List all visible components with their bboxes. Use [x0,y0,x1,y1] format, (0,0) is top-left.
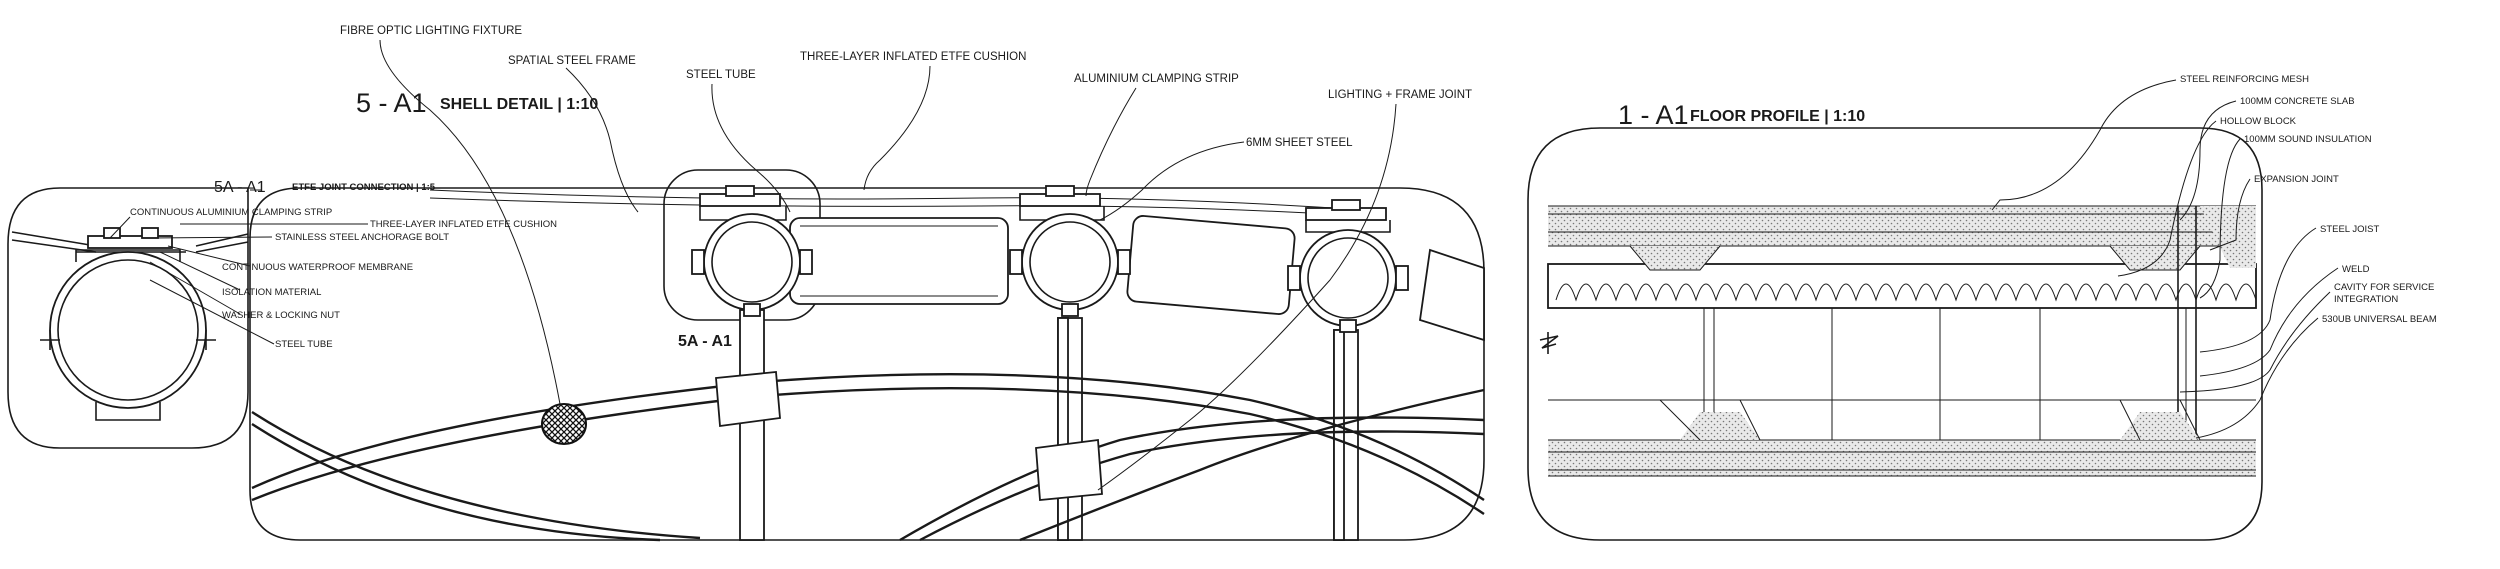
floor-label-weld: WELD [2342,264,2370,275]
shell-labels: 5 - A1 SHELL DETAIL | 1:10 FIBRE OPTIC L… [340,25,1472,491]
floor-label-hollow-block: HOLLOW BLOCK [2220,116,2297,127]
label-sheet-steel: 6MM SHEET STEEL [1246,137,1353,149]
joint-label-etfe: THREE-LAYER INFLATED ETFE CUSHION [370,219,557,230]
label-etfe-cushion: THREE-LAYER INFLATED ETFE CUSHION [800,51,1026,63]
joint-label-washer: WASHER & LOCKING NUT [222,310,340,321]
etfe-joint-detail [7,187,249,449]
joint-label-clamp-strip: CONTINUOUS ALUMINIUM CLAMPING STRIP [130,207,332,218]
label-lighting-joint: LIGHTING + FRAME JOINT [1328,89,1472,101]
steel-tube-node [1287,220,1409,333]
floor-profile-title: FLOOR PROFILE | 1:10 [1690,108,1865,125]
concrete-slab [1548,206,2256,246]
floor-labels: 1 - A1 FLOOR PROFILE | 1:10 STEEL REINFO… [1618,74,2437,439]
etfe-cushion [1419,248,1485,342]
floor-label-cavity-2: INTEGRATION [2334,294,2398,305]
joint-clamp-strip [87,235,173,249]
floor-label-beam: 530UB UNIVERSAL BEAM [2322,314,2437,325]
floor-label-joist: STEEL JOIST [2320,224,2379,235]
joint-label-membrane: CONTINUOUS WATERPROOF MEMBRANE [222,262,413,273]
floor-label-expansion: EXPANSION JOINT [2254,174,2339,185]
etfe-cushion [789,217,1009,305]
shell-detail-frame [249,187,1485,541]
label-spatial-frame: SPATIAL STEEL FRAME [508,55,636,67]
steel-tube-node [691,206,813,317]
joint-steel-tube [49,251,207,409]
floor-label-insulation: 100MM SOUND INSULATION [2244,134,2372,145]
joint-label-steel-tube: STEEL TUBE [275,339,333,350]
steel-tube-node [1009,206,1131,317]
shell-detail [249,169,1485,542]
steel-column [739,309,1359,541]
floor-profile-frame [1527,127,2263,541]
shell-detail-number: 5 - A1 [356,88,427,118]
etfe-cushion [1126,215,1296,315]
label-joint-callout: 5A - A1 [678,333,732,350]
floor-profile-number: 1 - A1 [1618,100,1689,130]
label-fibre-optic: FIBRE OPTIC LIGHTING FIXTURE [340,25,522,37]
joint-label-bolt: STAINLESS STEEL ANCHORAGE BOLT [275,232,449,243]
joint-detail-frame [7,187,249,449]
label-steel-tube: STEEL TUBE [686,69,756,81]
floor-label-cavity: CAVITY FOR SERVICE [2334,282,2434,293]
floor-label-mesh: STEEL REINFORCING MESH [2180,74,2309,85]
label-clamping-strip: ALUMINIUM CLAMPING STRIP [1074,73,1239,85]
floor-profile [1527,127,2263,541]
joint-detail-number: 5A - A1 [214,179,266,196]
joint-label-isolation: ISOLATION MATERIAL [222,287,321,298]
shell-detail-title: SHELL DETAIL | 1:10 [440,96,598,113]
sound-insulation [1555,283,2257,302]
spatial-frame-curve [251,372,1485,501]
fibre-optic-fixture [541,403,587,445]
floor-label-slab: 100MM CONCRETE SLAB [2240,96,2355,107]
